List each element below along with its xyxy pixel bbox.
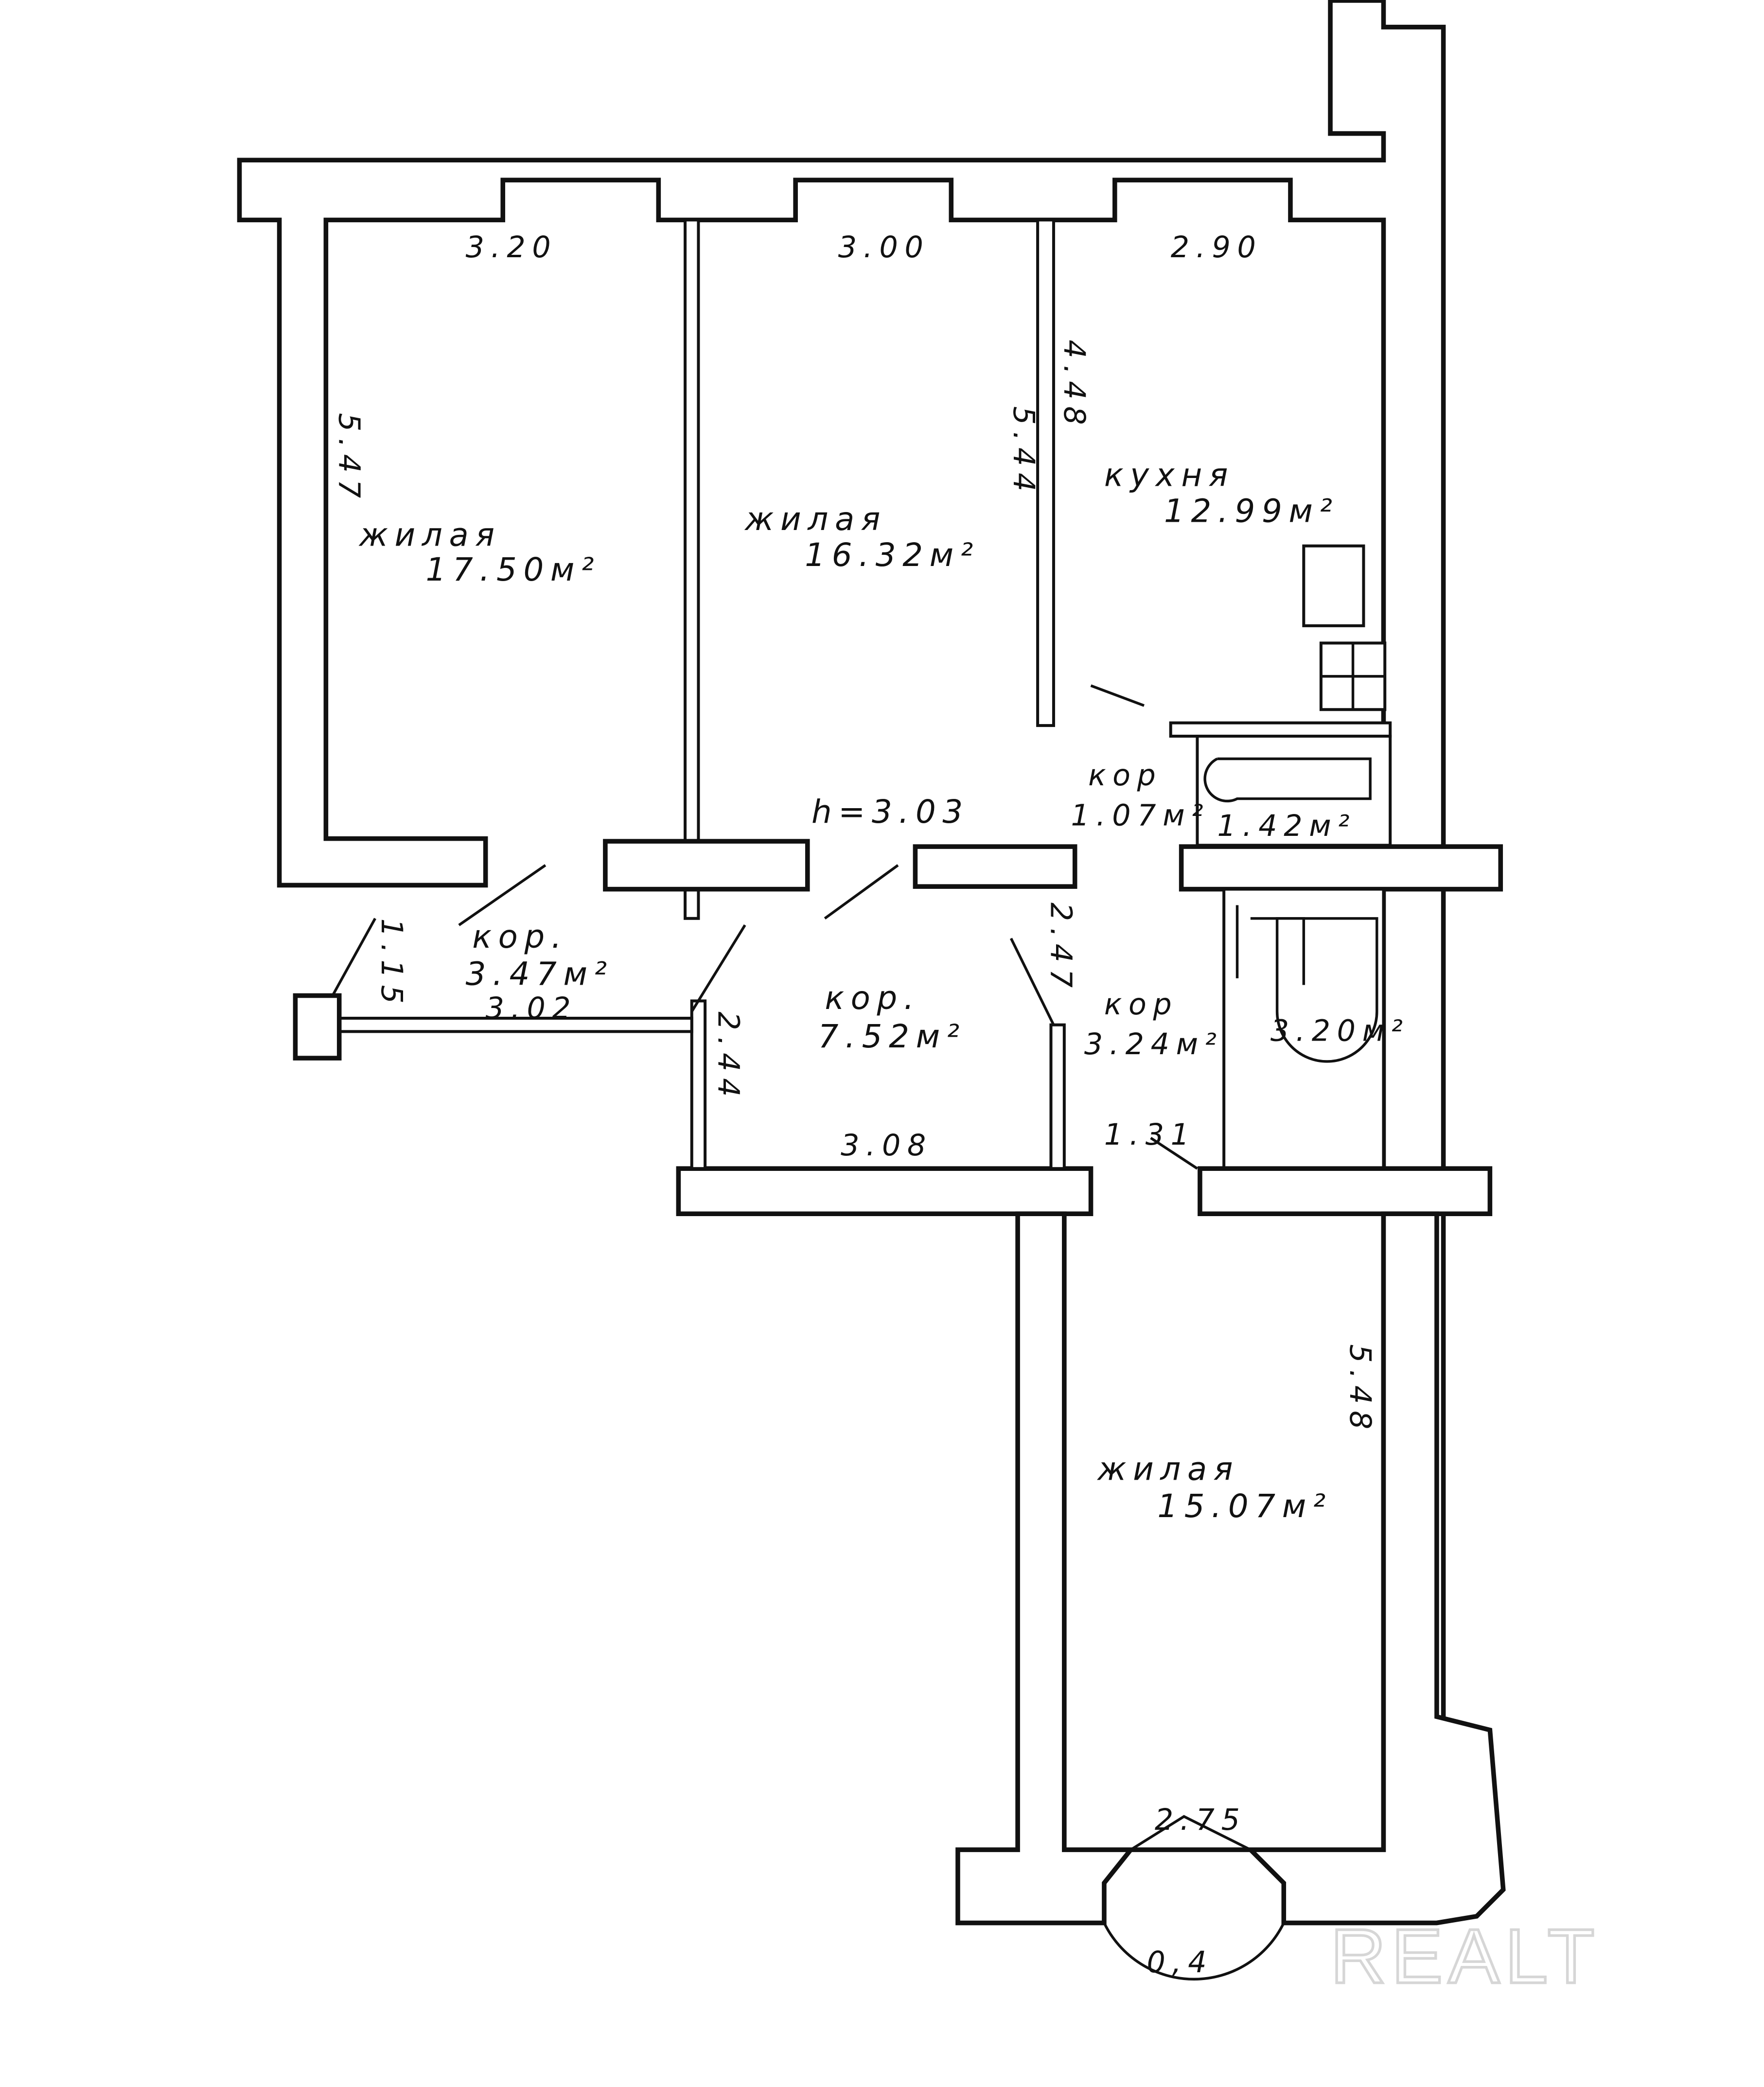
dimension: 2.47 (1043, 902, 1077, 994)
room-name: жилая (744, 501, 887, 538)
room-area: 7.52м² (818, 1018, 966, 1055)
dimension: 2.75 (1155, 1803, 1247, 1837)
balcony-area: 0,4 (1147, 1946, 1213, 1980)
room-area: 3.20м² (1270, 1014, 1410, 1048)
room-area: 12.99м² (1164, 493, 1339, 530)
room-name: кор (1104, 988, 1178, 1022)
walls (237, 0, 1506, 1981)
dimension: 5.47 (332, 413, 366, 505)
dimension: 3.00 (838, 230, 930, 265)
ceiling-height: h=3.03 (811, 794, 970, 831)
watermark: REALT (1330, 1913, 1600, 1999)
dimension: 1.15 (374, 919, 408, 1010)
dimension: 1.31 (1104, 1118, 1196, 1152)
room-name: кор. (472, 919, 568, 955)
room-area: 16.32м² (805, 537, 980, 574)
dimension: 3.20 (466, 230, 558, 265)
dimension: 4.48 (1057, 340, 1091, 432)
room-area: 1.42м² (1217, 809, 1356, 843)
room-name: жилая (1096, 1450, 1239, 1487)
room-area: 15.07м² (1157, 1488, 1332, 1525)
room-area: 3.47м² (466, 956, 614, 993)
room-area: 3.24м² (1084, 1027, 1223, 1061)
dimension: 5.44 (1006, 406, 1041, 498)
room-name: кухня (1104, 457, 1235, 494)
dimension: 2.44 (711, 1011, 745, 1103)
dimension: 5.48 (1343, 1344, 1377, 1436)
room-area: 17.50м² (426, 551, 601, 588)
room-name: кор (1088, 759, 1162, 793)
dimension: 3.08 (841, 1129, 933, 1163)
room-name: жилая (358, 517, 501, 554)
dimension: 2.90 (1171, 230, 1263, 265)
labels: жилая 17.50м² жилая 16.32м² кухня 12.99м… (332, 230, 1600, 2000)
room-name: кор. (825, 980, 920, 1017)
dimension: 3.02 (486, 991, 578, 1026)
room-area: 1.07м² (1071, 798, 1210, 832)
